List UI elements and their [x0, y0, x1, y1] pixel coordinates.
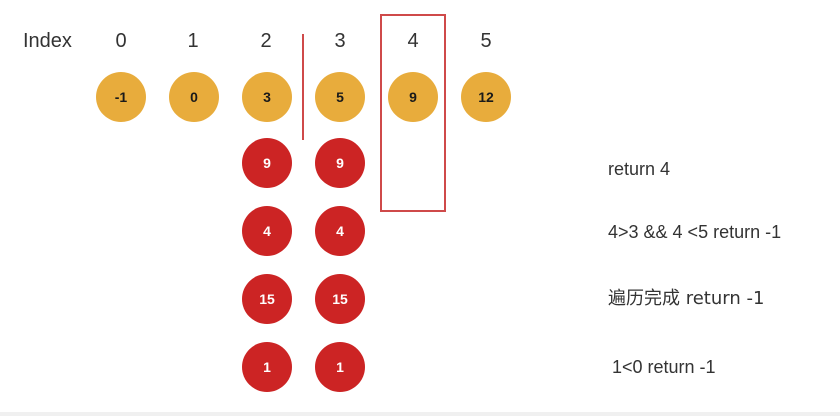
- index-1: 1: [187, 30, 199, 52]
- split-divider: [302, 34, 304, 140]
- index-2: 2: [260, 30, 272, 52]
- probe-node-col2-row4: 1: [242, 342, 292, 392]
- index-label: Index: [23, 30, 72, 52]
- bottom-rule: [0, 412, 840, 416]
- array-node-1: 0: [169, 72, 219, 122]
- probe-node-col2-row1: 9: [242, 138, 292, 188]
- array-node-2: 3: [242, 72, 292, 122]
- probe-node-col3-row1: 9: [315, 138, 365, 188]
- array-node-4: 9: [388, 72, 438, 122]
- array-node-3: 5: [315, 72, 365, 122]
- index-3: 3: [334, 30, 346, 52]
- array-node-5: 12: [461, 72, 511, 122]
- index-4: 4: [407, 30, 419, 52]
- array-node-0: -1: [96, 72, 146, 122]
- probe-node-col2-row3: 15: [242, 274, 292, 324]
- probe-node-col2-row2: 4: [242, 206, 292, 256]
- probe-node-col3-row2: 4: [315, 206, 365, 256]
- note-row4: 1<0 return -1: [612, 357, 716, 377]
- probe-node-col3-row3: 15: [315, 274, 365, 324]
- note-row3: 遍历完成 return -1: [608, 288, 765, 309]
- note-row1: return 4: [608, 159, 671, 179]
- probe-node-col3-row4: 1: [315, 342, 365, 392]
- target-highlight-box: [380, 14, 446, 212]
- index-0: 0: [115, 30, 127, 52]
- note-row2: 4>3 && 4 <5 return -1: [608, 222, 782, 242]
- index-5: 5: [480, 30, 492, 52]
